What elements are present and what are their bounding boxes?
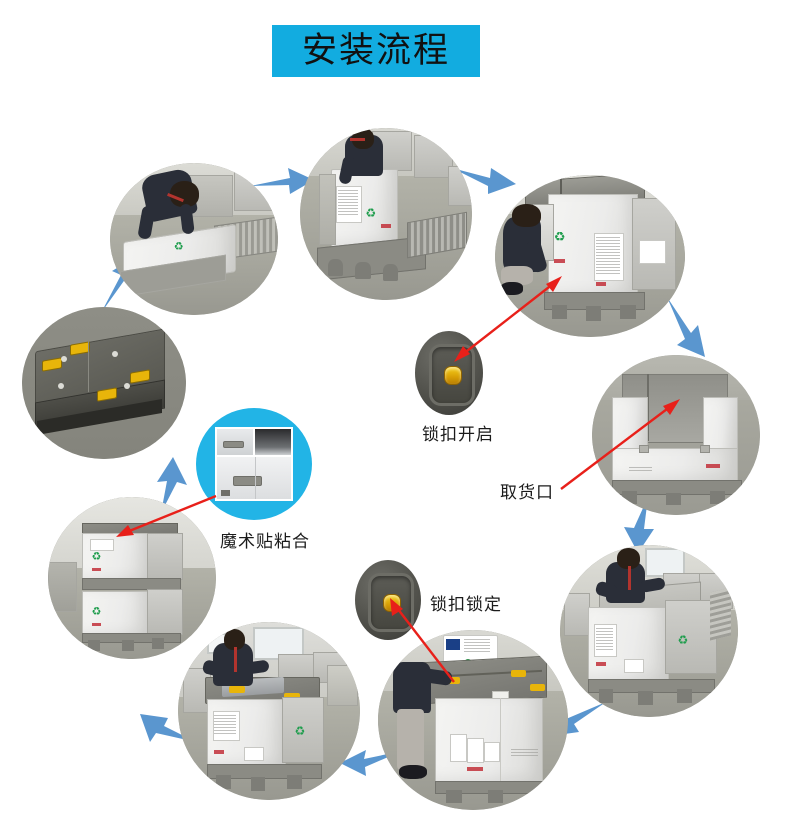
step-node-worker-crouching-by-box: ♻ <box>495 175 685 337</box>
step-node-worker-assembling-walls: ♻ <box>560 545 738 717</box>
photo-worker-crouching-by-box: ♻ <box>495 175 685 337</box>
page-title: 安装流程 <box>301 30 450 71</box>
step-node-folded-pallet-stack <box>22 307 186 459</box>
lock-tab-locked <box>383 593 401 612</box>
photo-folded-pallet-stack <box>22 307 186 459</box>
velcro-photo-grid <box>214 427 294 501</box>
photo-worker-placing-lid: ♻ <box>178 622 360 800</box>
callout-velcro <box>196 408 312 520</box>
photo-worker-locking-lid <box>378 630 568 810</box>
callout-label-lock-closed: 锁扣锁定 <box>430 595 502 615</box>
callout-label-access-port: 取货口 <box>500 483 554 503</box>
lock-plate-closed <box>368 572 414 632</box>
photo-worker-assembling-walls: ♻ <box>560 545 738 717</box>
step-node-box-with-access-door <box>592 355 760 515</box>
callout-lock-closed <box>355 560 421 640</box>
velcro-photo-top-right <box>254 429 292 456</box>
page-title-banner: 安装流程 <box>272 25 480 77</box>
callout-lock-open <box>415 331 483 415</box>
photo-box-with-access-door <box>592 355 760 515</box>
step-node-worker-placing-lid: ♻ <box>178 622 360 800</box>
callout-label-lock-open: 锁扣开启 <box>422 425 494 445</box>
velcro-photo-bottom <box>216 457 292 499</box>
step-node-worker-lifting-lid: ♻ <box>110 163 278 315</box>
callout-label-velcro: 魔术贴粘合 <box>220 532 310 552</box>
step-node-worker-locking-lid <box>378 630 568 810</box>
lock-tab-unlocked <box>443 366 463 385</box>
lock-plate <box>428 344 476 406</box>
photo-worker-unfolding-panel: ♻ <box>300 128 472 300</box>
step-node-worker-unfolding-panel: ♻ <box>300 128 472 300</box>
photo-worker-lifting-lid: ♻ <box>110 163 278 315</box>
velcro-photo-top-left <box>216 429 253 456</box>
